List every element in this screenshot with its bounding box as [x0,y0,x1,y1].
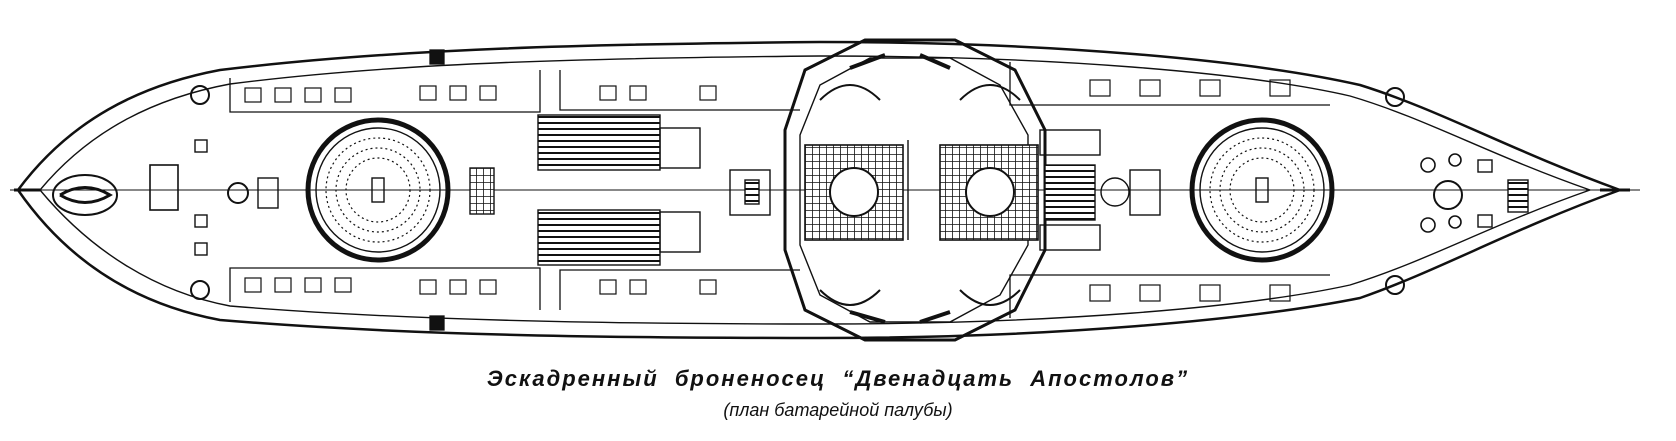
funnel-base [1100,177,1130,207]
stern-capstan [1433,180,1463,210]
gun-port-aft [959,84,1021,101]
stern-hawse-starboard [1385,275,1405,295]
bow-capstan [227,182,249,204]
anchor-hawse-port [190,85,210,105]
stern-details [1385,87,1630,295]
aft-barbette [1189,117,1335,263]
bow-emblem [52,174,118,216]
gun-starboard-aft [959,289,1021,306]
grate-starboard [537,209,661,266]
forward-barbette [305,117,495,263]
central-casemate [783,38,1047,342]
hatch-starboard-forward [429,315,445,331]
boiler-grates [537,114,701,266]
gun-starboard-forward [819,289,881,306]
diagram-subtitle: (план батарейной палубы) [723,400,953,420]
battleship-deck-plan [10,38,1640,342]
side-compartments [229,49,1330,331]
hatch-port-forward [429,49,445,65]
bow-details [14,85,279,300]
anchor-hawse-starboard [190,280,210,300]
grate-port [537,114,661,171]
casemate-guns [819,53,1021,324]
diagram-title: Эскадренный броненосец “Двенадцать Апост… [486,366,1190,391]
stern-hawse-port [1385,87,1405,107]
aft-superstructure [729,129,1161,251]
gun-port-forward [819,84,881,101]
casemate-outline [783,38,1047,342]
